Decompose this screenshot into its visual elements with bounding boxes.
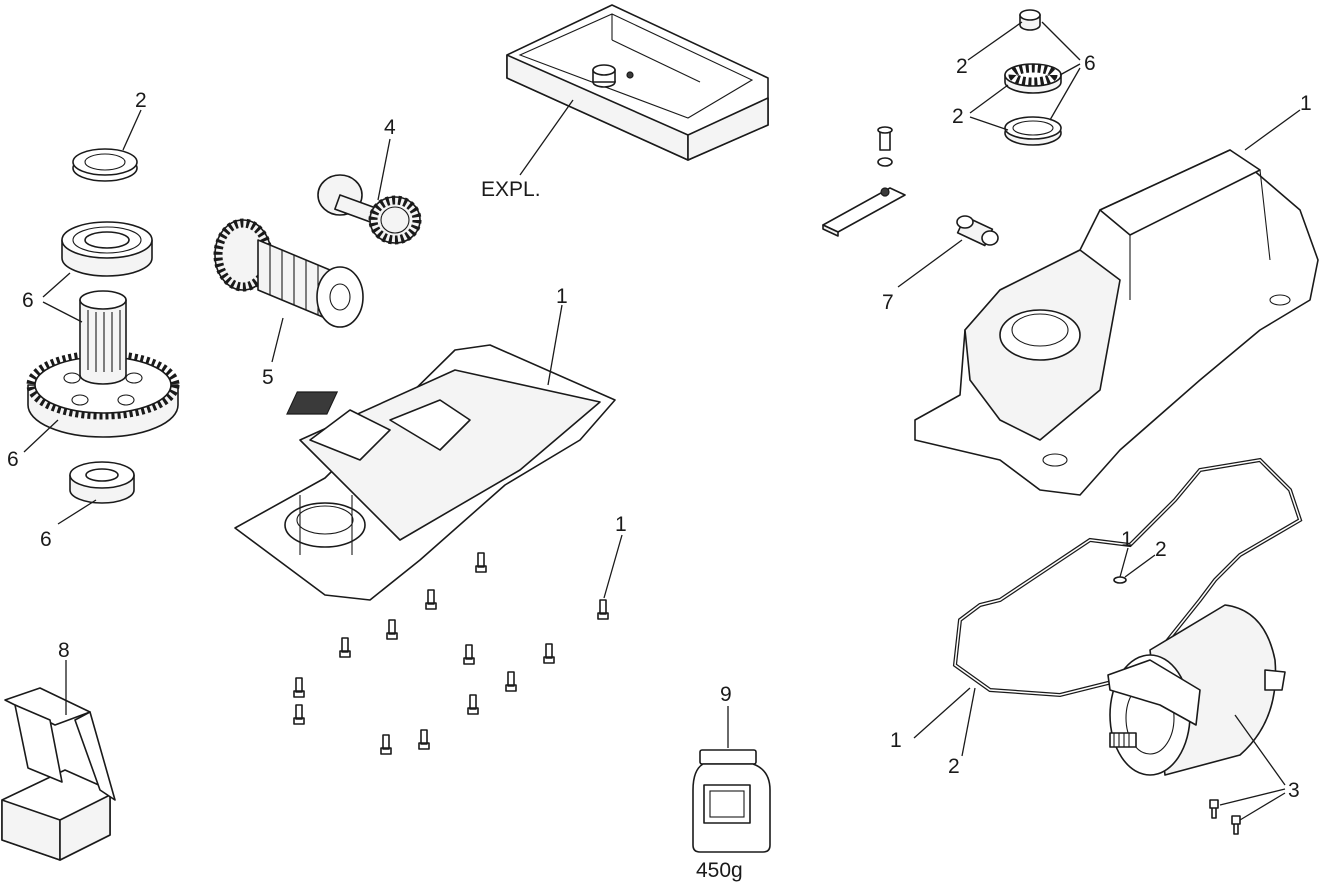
label-qty-seal-1: 1: [890, 729, 902, 752]
top-cover: [914, 149, 1319, 496]
cable-gland: [956, 215, 999, 247]
label-qty-cap-2a: 2: [956, 55, 968, 78]
label-qty-oring-1: 1: [1121, 528, 1133, 551]
grease-jar: [692, 749, 771, 853]
screw-set: [293, 552, 609, 755]
housing-tray: [506, 4, 769, 161]
label-qty-bearing-upper: 6: [22, 289, 34, 312]
washer-top-left: [72, 148, 138, 182]
worm-gear-assembly: [317, 174, 422, 245]
label-qty-oring-2: 2: [1155, 538, 1167, 561]
label-grease-weight: 450g: [696, 859, 743, 882]
label-qty-worm-shaft: 5: [262, 366, 274, 389]
bearing-lower-left: [69, 461, 135, 504]
motor-screws: [1209, 799, 1241, 835]
worm-shaft: [213, 218, 364, 328]
label-qty-box: 8: [58, 639, 70, 662]
label-qty-bearing-lower: 6: [40, 528, 52, 551]
label-qty-screw-single: 1: [615, 513, 627, 536]
seal-ring-top-right: [1004, 116, 1062, 146]
small-oring: [1113, 576, 1127, 584]
label-qty-base-plate: 1: [556, 285, 568, 308]
label-qty-worm-gear: 4: [384, 116, 396, 139]
bracket-and-bolt: [822, 126, 906, 237]
label-expl: EXPL.: [481, 178, 541, 201]
label-qty-gear-6: 6: [7, 448, 19, 471]
motor: [1107, 604, 1286, 776]
base-plate: [234, 344, 616, 601]
label-qty-cover-1: 1: [1300, 92, 1312, 115]
label-qty-cap-6: 6: [1084, 52, 1096, 75]
packaging-box: [1, 687, 116, 861]
label-qty-top-left-washer: 2: [135, 89, 147, 112]
label-qty-seal-2: 2: [948, 755, 960, 778]
bearing-upper-left: [61, 221, 153, 277]
gasket-seal: [952, 457, 1303, 698]
label-qty-motor-screws: 3: [1288, 779, 1300, 802]
label-qty-grease: 9: [720, 683, 732, 706]
label-qty-gland-7: 7: [882, 291, 894, 314]
bearing-ring-top-right: [1004, 63, 1062, 94]
gear-with-shaft: [26, 290, 180, 438]
label-qty-ring-2b: 2: [952, 105, 964, 128]
cap-top-right: [1019, 9, 1041, 31]
